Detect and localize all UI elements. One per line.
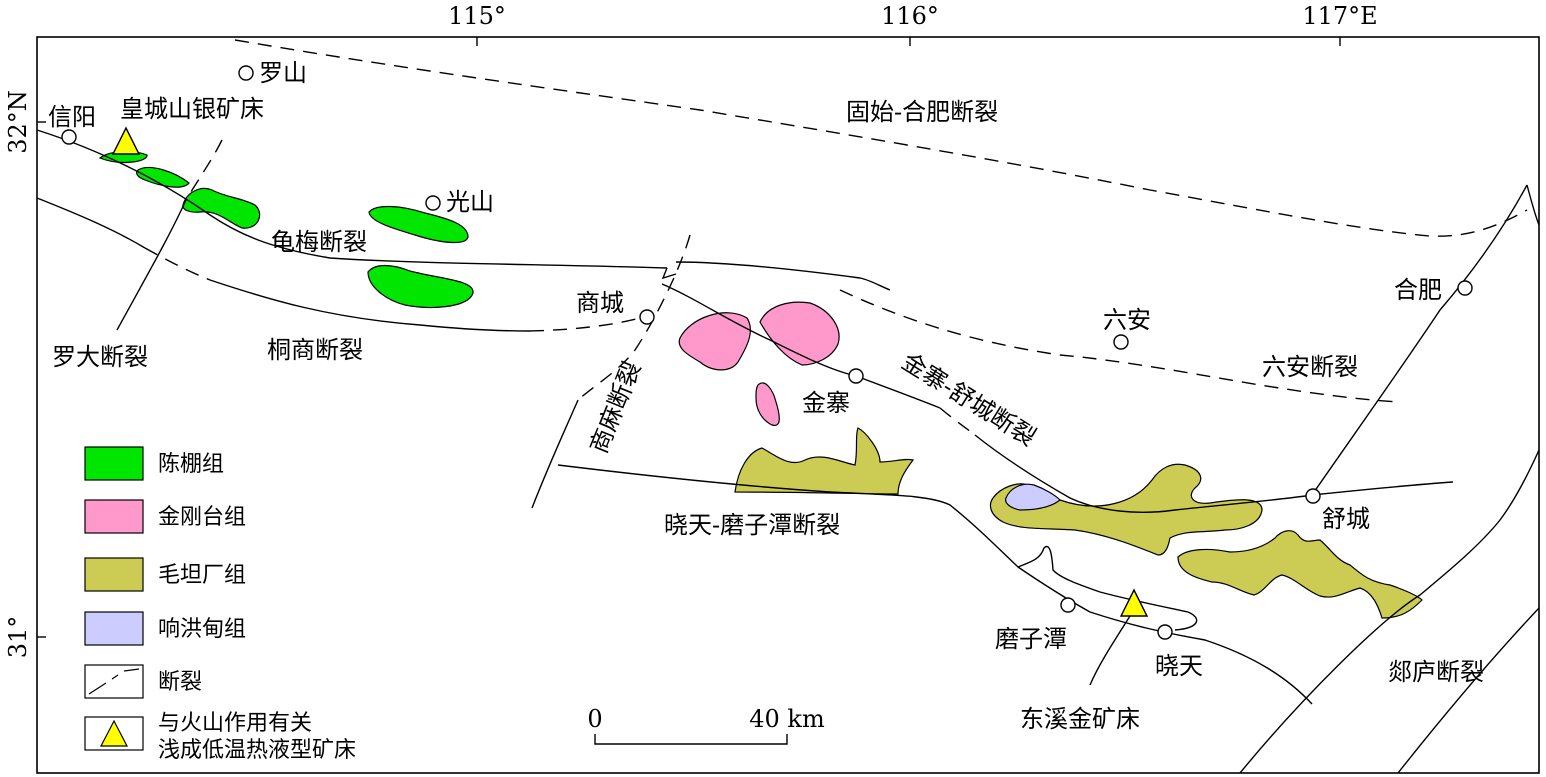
dashed-fault-lines <box>144 39 1528 436</box>
fault-guimei-step <box>661 267 677 280</box>
legend-deposit-triangle <box>100 719 128 747</box>
scale-label-40km: 40 km <box>749 705 825 733</box>
fault-guimei-east <box>675 261 891 291</box>
fault-shangma-south <box>531 399 579 509</box>
legend-label-deposit-line1: 与火山作用有关 <box>158 711 312 736</box>
fault-jinzhai-shucheng-east <box>974 434 1454 513</box>
label-fault-shangma: 商麻断裂 <box>585 358 647 457</box>
fault-tanlu-west <box>1239 449 1540 774</box>
fault-tongshang-east-dashed <box>529 317 641 332</box>
legend-label-xianghongdian: 响洪甸组 <box>158 617 246 642</box>
unit-chenpeng <box>98 151 474 309</box>
legend-label-fault: 断裂 <box>158 670 202 695</box>
graticule-ticks <box>37 37 1341 638</box>
label-luan: 六安 <box>1103 306 1151 334</box>
deposit-triangle-dongxi <box>1119 588 1149 617</box>
label-shucheng: 舒城 <box>1322 505 1370 533</box>
legend-swatch-chenpeng <box>84 446 144 481</box>
fault-xiaotian-mozitan <box>557 464 1313 705</box>
label-fault-luan: 六安断裂 <box>1262 353 1358 381</box>
label-mozitan: 磨子潭 <box>995 625 1067 653</box>
chenpeng-outcrop <box>136 166 190 188</box>
label-huangchengshan-deposit: 皇城山银矿床 <box>120 95 264 123</box>
scale-bar: 0 40 km <box>587 705 825 745</box>
maotanchang-outcrop <box>1177 530 1423 619</box>
jingangtai-outcrop <box>755 382 780 427</box>
fault-tanlu-east <box>1397 607 1540 774</box>
town-marker-shucheng <box>1305 488 1321 504</box>
label-fault-tanlu: 郯庐断裂 <box>1388 658 1484 686</box>
label-fault-luoda: 罗大断裂 <box>52 343 148 371</box>
legend-label-deposit-line2: 浅成低温热液型矿床 <box>158 738 356 763</box>
town-marker-jinzhai <box>848 368 864 384</box>
lon-label-116: 116° <box>881 2 939 30</box>
fault-tongshang <box>36 197 146 249</box>
label-dongxi-deposit: 东溪金矿床 <box>1020 705 1140 733</box>
unit-maotanchang <box>734 427 1423 619</box>
label-shangcheng: 商城 <box>576 289 624 317</box>
fault-luan <box>839 289 1401 403</box>
label-luoshan: 罗山 <box>259 59 307 87</box>
fault-lines <box>36 129 1540 774</box>
scale-bar-line <box>594 734 788 745</box>
chenpeng-outcrop <box>368 205 469 244</box>
fault-guimei <box>36 129 668 269</box>
fault-shangma-dashed <box>577 234 691 401</box>
lat-label-31: 31° <box>4 616 32 659</box>
town-marker-xinyang <box>61 129 77 145</box>
town-marker-mozitan <box>1060 597 1076 613</box>
deposit-triangle-huangchengshan <box>111 126 141 155</box>
label-xiaotian: 晓天 <box>1155 652 1203 680</box>
label-jinzhai: 金寨 <box>802 389 850 417</box>
fault-tongshang-dashed <box>144 247 211 281</box>
label-fault-xiaotian-mozitan: 晓天-磨子潭断裂 <box>664 511 840 539</box>
jingangtai-outcrop <box>759 301 840 366</box>
town-marker-luan <box>1113 334 1129 350</box>
jingangtai-outcrop <box>678 312 751 371</box>
maotanchang-outcrop <box>734 427 915 495</box>
chenpeng-outcrop <box>367 264 474 309</box>
fault-jinzhai-shucheng-dashed <box>939 407 976 436</box>
town-marker-shangcheng <box>639 309 655 325</box>
lat-label-32: 32°N <box>4 90 32 154</box>
legend-label-maotanchang: 毛坦厂组 <box>158 563 246 588</box>
fault-xiaotian-rim <box>1017 545 1198 631</box>
fault-luan-branch <box>1311 184 1528 496</box>
fault-frame-east <box>1526 184 1540 226</box>
label-xinyang: 信阳 <box>48 103 96 131</box>
legend-swatch-jingangtai <box>84 499 144 534</box>
legend: 陈棚组 金刚台组 毛坦厂组 响洪甸组 断裂 与火山作用有关 浅成低温热液型矿床 <box>84 446 356 763</box>
label-fault-tongshang: 桐商断裂 <box>267 336 363 364</box>
lon-label-117: 117°E <box>1302 2 1377 30</box>
town-marker-hefei <box>1457 280 1473 296</box>
scale-label-zero: 0 <box>587 705 602 733</box>
fault-luoda <box>116 199 187 331</box>
unit-xianghongdian <box>1005 483 1061 511</box>
fault-tongshang-mid <box>209 279 531 332</box>
chenpeng-outcrop <box>182 187 261 229</box>
maotanchang-outcrop <box>989 463 1263 556</box>
deposit-markers <box>111 126 1149 686</box>
label-fault-guimei: 龟梅断裂 <box>271 228 367 256</box>
map-frame <box>36 36 1540 774</box>
town-marker-guangshan <box>425 195 441 211</box>
legend-swatch-maotanchang <box>84 557 144 592</box>
unit-jingangtai <box>678 301 840 427</box>
label-fault-gushi-hefei: 固始-合肥断裂 <box>846 98 998 126</box>
legend-label-jingangtai: 金刚台组 <box>158 505 246 530</box>
deposit-leader-dongxi <box>1089 615 1131 686</box>
fault-luoda-dashed <box>185 139 223 201</box>
label-guangshan: 光山 <box>446 188 494 216</box>
legend-swatch-fault <box>84 664 144 699</box>
town-marker-luoshan <box>238 65 254 81</box>
legend-fault-symbol <box>88 668 140 695</box>
legend-label-chenpeng: 陈棚组 <box>158 452 224 477</box>
label-hefei: 合肥 <box>1394 276 1442 304</box>
fault-jinzhai-shucheng-solid <box>661 283 941 409</box>
lon-label-115: 115° <box>448 2 506 30</box>
towns <box>61 65 1473 640</box>
legend-swatch-xianghongdian <box>84 611 144 646</box>
town-marker-xiaotian <box>1157 624 1173 640</box>
